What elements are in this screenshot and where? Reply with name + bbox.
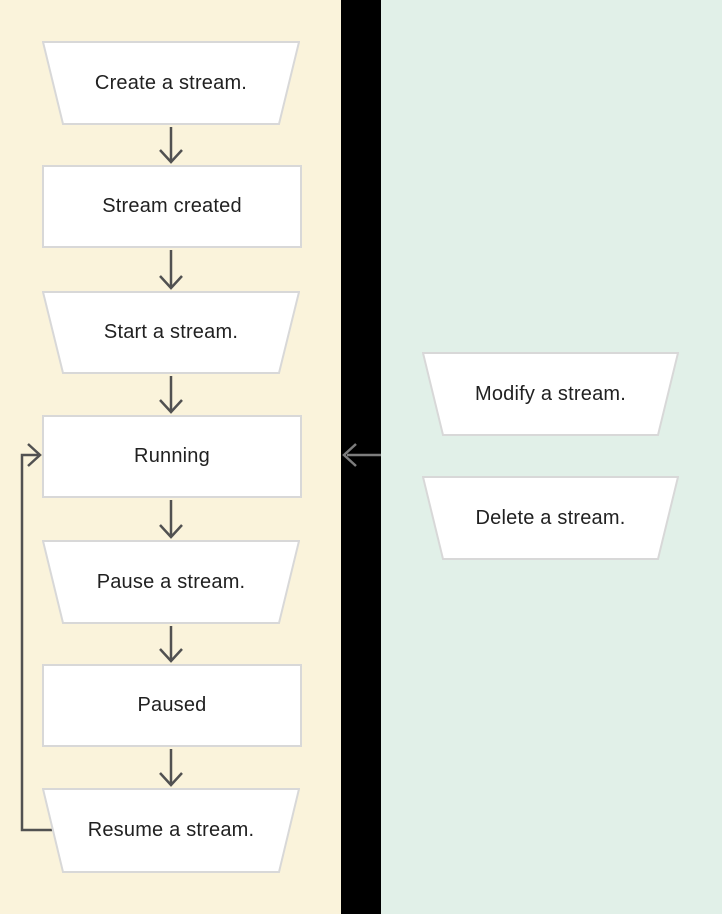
trapezoid-shape xyxy=(422,476,679,560)
node-label: Modify a stream. xyxy=(474,382,627,405)
node-modify-a-stream: Modify a stream. xyxy=(422,352,679,436)
node-label: Delete a stream. xyxy=(475,506,626,529)
node-label: Paused xyxy=(137,694,207,716)
node-running: Running xyxy=(42,415,302,498)
trapezoid-shape xyxy=(42,540,300,624)
node-paused: Paused xyxy=(42,664,302,747)
trapezoid-shape xyxy=(42,291,300,374)
node-stream-created: Stream created xyxy=(42,165,302,248)
trapezoid-shape xyxy=(42,41,300,125)
arrow-actions-to-running xyxy=(342,443,381,467)
trapezoid-shape xyxy=(422,352,679,436)
node-label: Create a stream. xyxy=(94,71,248,94)
trapezoid-shape xyxy=(42,788,300,873)
stream-actions-panel xyxy=(381,0,722,914)
node-resume-a-stream: Resume a stream. xyxy=(42,788,300,873)
node-label: Pause a stream. xyxy=(96,570,246,593)
node-label: Resume a stream. xyxy=(87,819,255,841)
node-start-a-stream: Start a stream. xyxy=(42,291,300,374)
node-create-a-stream: Create a stream. xyxy=(42,41,300,125)
node-label: Start a stream. xyxy=(103,321,239,343)
node-label: Stream created xyxy=(102,195,242,217)
node-label: Running xyxy=(134,445,210,467)
node-pause-a-stream: Pause a stream. xyxy=(42,540,300,624)
node-delete-a-stream: Delete a stream. xyxy=(422,476,679,560)
